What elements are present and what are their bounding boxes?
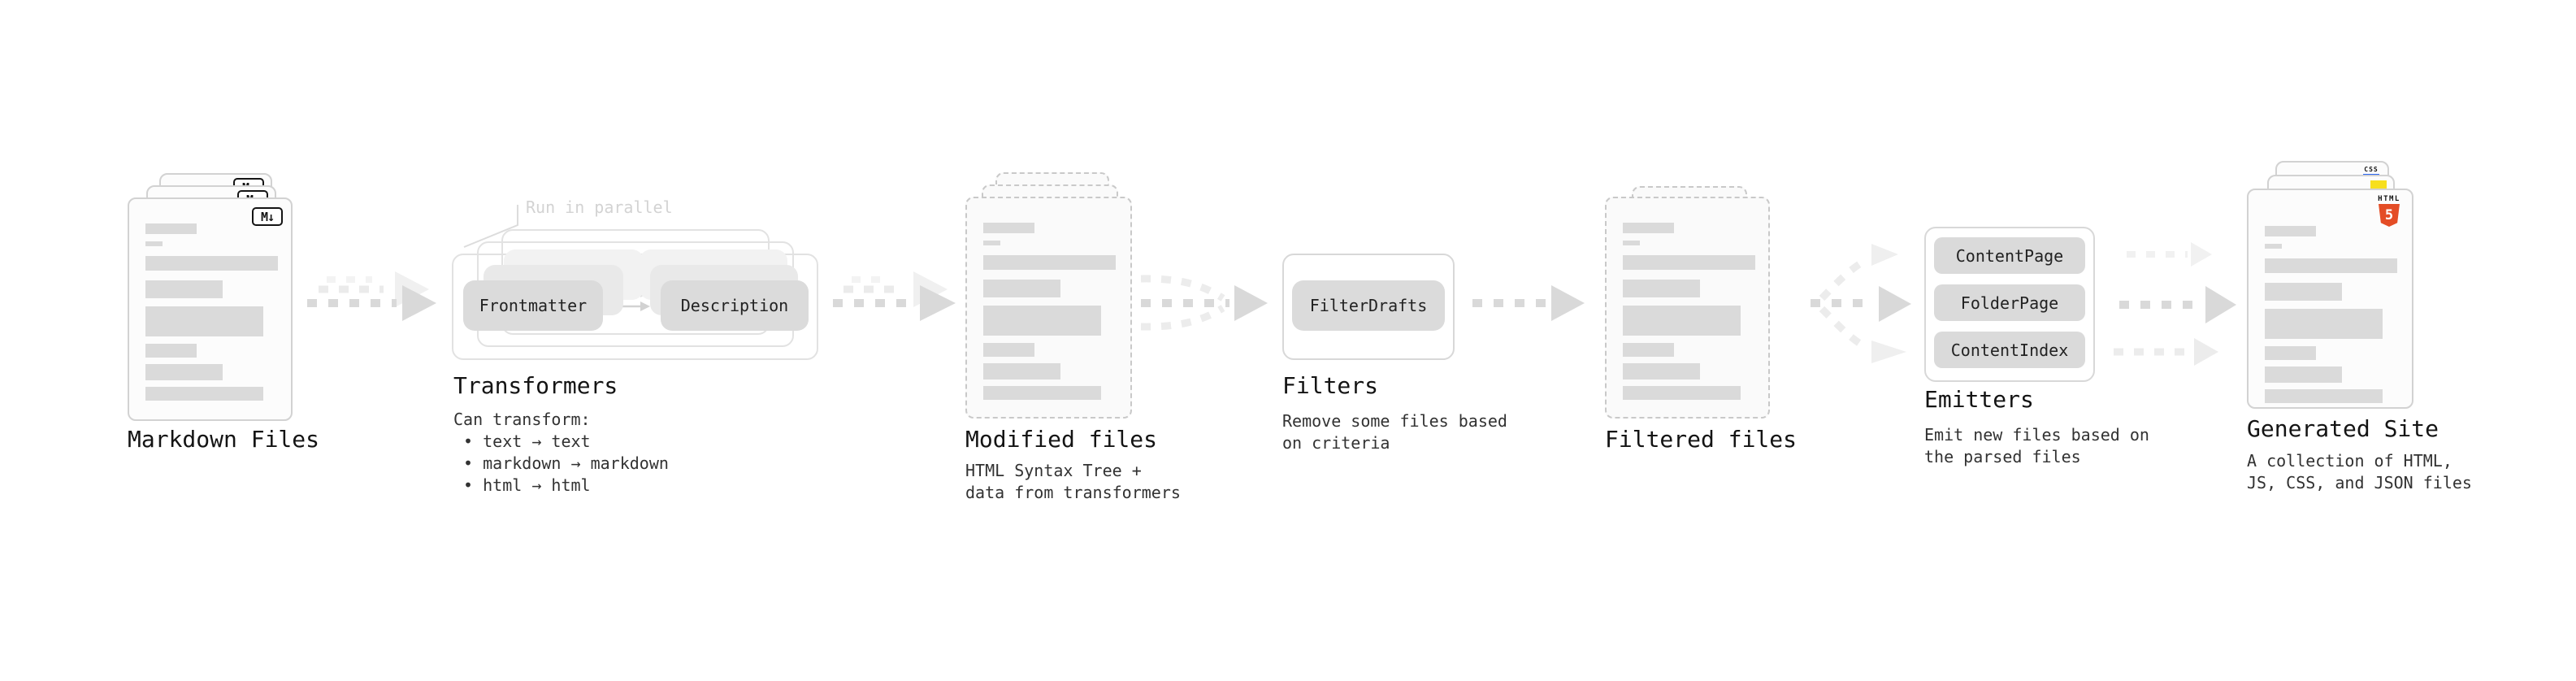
stage-label-emitters: Emitters [1924,386,2034,413]
arrow-transformers-to-modified [833,271,956,321]
document-content-placeholder [967,198,1130,400]
stage-label-filtered-files: Filtered files [1605,426,1798,453]
js-file-icon [2370,180,2387,190]
stage-label-markdown-files: Markdown Files [128,426,320,453]
modified-files-description: HTML Syntax Tree + data from transformer… [965,461,1181,502]
emitters-description: Emit new files based on the parsed files [1924,425,2149,466]
markdown-file-card-front: M↓ [128,197,293,421]
arrow-modified-to-filters [1140,275,1268,331]
arrow-filters-to-filtered [1472,285,1585,321]
arrow-emitters-to-generated [2114,242,2236,366]
document-content-placeholder [129,199,291,401]
emitter-pill-folderpage: FolderPage [1934,284,2085,321]
html5-icon: HTML 5 [2374,195,2404,227]
transformers-description: Can transform: • text → text • markdown … [453,410,669,495]
stage-label-filters: Filters [1282,372,1379,399]
emitter-pill-contentpage: ContentPage [1934,237,2085,274]
emitter-pill-contentindex: ContentIndex [1934,332,2085,368]
arrow-filtered-to-emitters [1811,244,1911,363]
filtered-file-card-front [1605,197,1770,419]
document-content-placeholder [2249,190,2412,403]
run-in-parallel-callout: Run in parallel [526,197,673,217]
stage-label-modified-files: Modified files [965,426,1158,453]
markdown-icon: M↓ [252,207,283,226]
filterdrafts-pill: FilterDrafts [1292,280,1445,331]
generated-site-description: A collection of HTML, JS, CSS, and JSON … [2247,451,2472,492]
stage-label-generated-site: Generated Site [2247,415,2439,442]
filters-description: Remove some files based on criteria [1282,411,1507,453]
generated-file-card-html: HTML 5 [2247,189,2413,409]
modified-file-card-front [965,197,1132,419]
callout-leader-line [463,205,518,248]
document-content-placeholder [1607,198,1768,400]
description-pill: Description [661,280,809,331]
stage-label-transformers: Transformers [453,372,618,399]
arrow-markdown-to-transformers [307,271,436,321]
frontmatter-pill: Frontmatter [463,280,603,331]
